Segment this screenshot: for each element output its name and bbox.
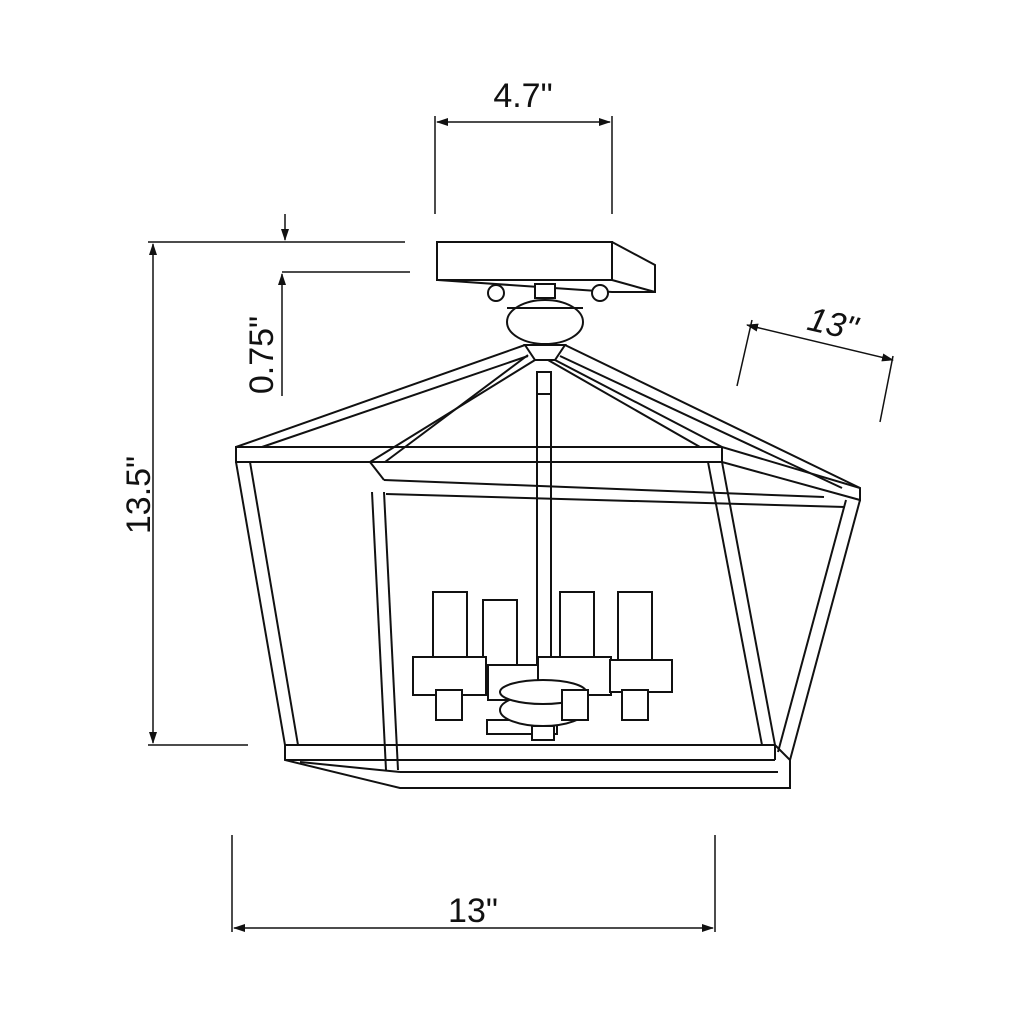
lantern-roof — [235, 344, 861, 690]
depth-label: 13" — [804, 300, 863, 349]
lantern-frame — [235, 446, 861, 789]
overall-height-label: 13.5" — [120, 456, 158, 534]
overall-height-dimension: 13.5" — [120, 241, 405, 746]
width-label: 13" — [448, 892, 498, 930]
canopy — [436, 241, 656, 345]
canopy-height-dimension: 0.75" — [243, 214, 410, 396]
canopy-height-label: 0.75" — [243, 316, 281, 394]
canopy-width-label: 4.7" — [493, 77, 552, 115]
depth-dimension: 13" — [736, 300, 894, 423]
width-dimension: 13" — [231, 835, 716, 932]
canopy-width-dimension: 4.7" — [434, 77, 613, 214]
candle-cluster — [412, 591, 673, 741]
